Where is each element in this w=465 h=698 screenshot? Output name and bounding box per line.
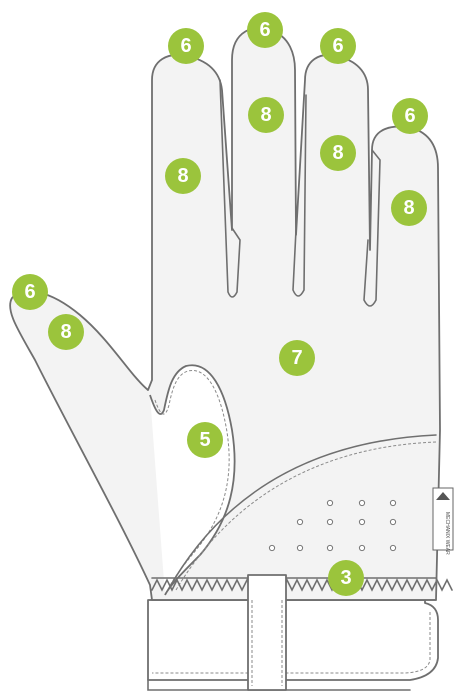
brand-tag-text: MECHANIX WEAR <box>444 512 450 555</box>
badge-label: 6 <box>24 281 35 303</box>
badge-thumb-crotch: 5 <box>187 422 223 458</box>
badge-ring-tip: 6 <box>320 28 356 64</box>
badge-middle-tip: 6 <box>247 12 283 48</box>
badge-middle-body: 8 <box>248 97 284 133</box>
badge-index-tip: 6 <box>168 28 204 64</box>
cuff-binding <box>148 600 438 680</box>
badge-label: 6 <box>332 35 343 57</box>
badge-pinky-body: 8 <box>391 190 427 226</box>
badge-index-body: 8 <box>165 158 201 194</box>
badge-ring-body: 8 <box>320 135 356 171</box>
badge-label: 7 <box>291 347 302 369</box>
badge-label: 8 <box>177 165 188 187</box>
badge-palm: 7 <box>279 340 315 376</box>
badge-label: 8 <box>403 197 414 219</box>
badge-label: 5 <box>199 429 210 451</box>
badge-label: 8 <box>332 142 343 164</box>
badge-label: 6 <box>404 105 415 127</box>
badge-label: 8 <box>60 321 71 343</box>
brand-tag: MECHANIX WEAR <box>433 488 453 555</box>
badge-thumb-tip: 6 <box>12 274 48 310</box>
badge-label: 6 <box>180 35 191 57</box>
badge-cuff: 3 <box>328 560 364 596</box>
badge-pinky-tip: 6 <box>392 98 428 134</box>
badge-thumb-body: 8 <box>48 314 84 350</box>
badge-label: 6 <box>259 19 270 41</box>
badge-label: 3 <box>340 567 351 589</box>
badge-label: 8 <box>260 104 271 126</box>
cuff-strap <box>248 575 286 690</box>
